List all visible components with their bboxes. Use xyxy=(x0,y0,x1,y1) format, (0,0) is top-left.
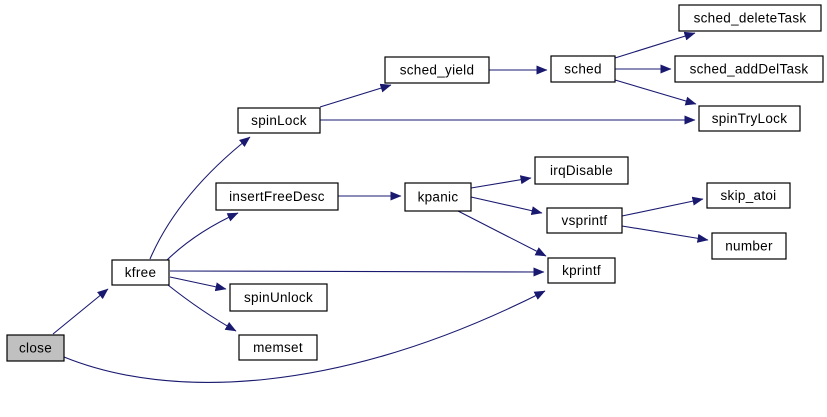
node-sched_yield-box[interactable] xyxy=(384,56,490,84)
node-kprintf-label: kprintf xyxy=(562,263,601,278)
node-memset-label: memset xyxy=(253,340,303,355)
node-sched_addDelTask[interactable]: sched_addDelTask xyxy=(674,55,824,83)
node-spinTryLock-box[interactable] xyxy=(698,105,801,132)
node-insertFreeDesc-box[interactable] xyxy=(215,182,339,211)
node-spinTryLock-label: spinTryLock xyxy=(712,111,788,126)
node-kprintf-box[interactable] xyxy=(547,257,616,284)
node-sched_yield-label: sched_yield xyxy=(400,63,475,78)
node-sched_addDelTask-label: sched_addDelTask xyxy=(690,62,809,77)
node-irqDisable-label: irqDisable xyxy=(550,163,613,178)
edge-vsprintf-skip_atoi xyxy=(621,196,704,217)
node-skip_atoi-box[interactable] xyxy=(706,182,791,209)
node-sched[interactable]: sched xyxy=(550,55,616,83)
node-close-box xyxy=(6,334,65,362)
node-number-label: number xyxy=(725,239,773,254)
node-irqDisable-box[interactable] xyxy=(534,156,629,185)
node-spinLock[interactable]: spinLock xyxy=(237,107,321,134)
node-kfree-box[interactable] xyxy=(111,259,170,286)
edge-kfree-spinLock xyxy=(149,136,251,260)
node-sched-box[interactable] xyxy=(550,55,616,83)
node-sched_deleteTask[interactable]: sched_deleteTask xyxy=(678,4,822,32)
node-sched_yield[interactable]: sched_yield xyxy=(384,56,490,84)
node-kfree-label: kfree xyxy=(125,265,157,280)
edge-sched-spinTryLock xyxy=(614,79,697,106)
edge-kfree-spinUnlock xyxy=(169,276,227,292)
node-spinUnlock-box[interactable] xyxy=(229,283,328,312)
node-skip_atoi-label: skip_atoi xyxy=(721,188,777,203)
node-kprintf[interactable]: kprintf xyxy=(547,257,616,284)
node-irqDisable[interactable]: irqDisable xyxy=(534,156,629,185)
node-memset-box[interactable] xyxy=(238,334,318,361)
node-spinUnlock-label: spinUnlock xyxy=(244,290,313,305)
node-kpanic-box[interactable] xyxy=(404,182,472,212)
node-kpanic-label: kpanic xyxy=(418,190,459,205)
edge-kpanic-vsprintf xyxy=(470,196,543,216)
node-sched_addDelTask-box[interactable] xyxy=(674,55,824,83)
nodes-layer: close kfree spinLock insertFreeDesc sched_yi… xyxy=(6,4,824,362)
node-spinLock-label: spinLock xyxy=(251,113,307,128)
edge-spinLock-sched_yield xyxy=(319,83,392,108)
node-number-box[interactable] xyxy=(711,232,787,260)
edge-kpanic-irqDisable xyxy=(470,175,532,189)
edge-kfree-memset xyxy=(167,284,237,332)
node-kpanic[interactable]: kpanic xyxy=(404,182,472,212)
node-sched_deleteTask-box[interactable] xyxy=(678,4,822,32)
edge-sched-sched_deleteTask xyxy=(614,31,696,59)
node-spinUnlock[interactable]: spinUnlock xyxy=(229,283,328,312)
node-insertFreeDesc[interactable]: insertFreeDesc xyxy=(215,182,339,211)
node-vsprintf[interactable]: vsprintf xyxy=(546,207,623,234)
node-kfree[interactable]: kfree xyxy=(111,259,170,286)
edge-vsprintf-number xyxy=(621,225,709,243)
node-skip_atoi[interactable]: skip_atoi xyxy=(706,182,791,209)
edge-kfree-kprintf xyxy=(169,267,545,277)
node-insertFreeDesc-label: insertFreeDesc xyxy=(229,189,325,204)
node-spinTryLock[interactable]: spinTryLock xyxy=(698,105,801,132)
node-vsprintf-box[interactable] xyxy=(546,207,623,234)
edge-kfree-insertFreeDesc xyxy=(166,212,239,261)
node-vsprintf-label: vsprintf xyxy=(562,213,608,228)
node-close: close xyxy=(6,334,65,362)
edge-close-kprintf xyxy=(63,290,546,383)
node-sched_deleteTask-label: sched_deleteTask xyxy=(694,11,807,26)
edge-kpanic-kprintf xyxy=(457,210,547,257)
node-number[interactable]: number xyxy=(711,232,787,260)
node-sched-label: sched xyxy=(564,62,602,77)
node-memset[interactable]: memset xyxy=(238,334,318,361)
node-spinLock-box[interactable] xyxy=(237,107,321,134)
edges-layer xyxy=(52,31,709,383)
edge-close-kfree xyxy=(52,288,109,335)
node-close-label: close xyxy=(19,341,52,356)
